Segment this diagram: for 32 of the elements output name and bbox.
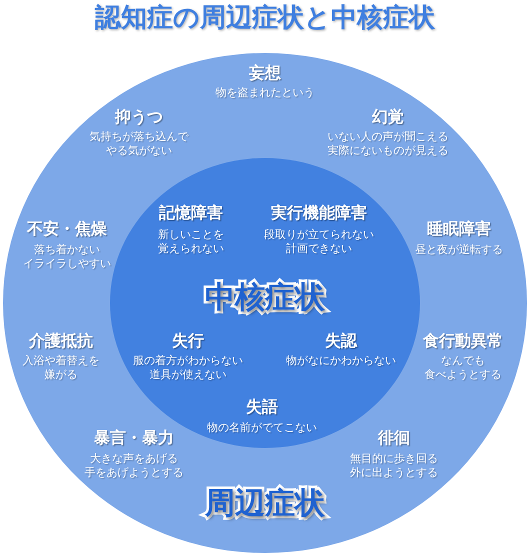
symptom-description: 気持ちが落ち込んでやる気がない — [88, 130, 190, 158]
symptom-description: 無目的に歩き回る外に出ようとする — [349, 452, 439, 480]
symptom-heading: 失行 — [171, 332, 205, 350]
symptom-description: 物を盗まれたという — [214, 86, 316, 100]
symptom-description: 服の着方がわからない道具が使えない — [132, 354, 244, 382]
symptom-heading: 食行動異常 — [422, 332, 504, 350]
symptom-description: 物がなにかわからない — [285, 354, 397, 368]
symptom-heading: 記憶障害 — [158, 204, 224, 222]
symptom-description: 落ち着かないイライラしやすい — [22, 243, 112, 271]
symptom-heading: 暴言・暴力 — [93, 429, 175, 447]
symptom-heading: 幻覚 — [371, 108, 405, 126]
symptom-description: いない人の声が聞こえる実際にないものが見える — [326, 130, 450, 158]
title: 認知症の周辺症状と中核症状 — [94, 2, 436, 34]
symptom-heading: 妄想 — [248, 64, 282, 82]
symptom-heading: 不安・焦燥 — [26, 220, 108, 238]
symptom-description: 昼と夜が逆転する — [414, 243, 504, 257]
symptom-heading: 実行機能障害 — [270, 204, 368, 222]
symptom-heading: 睡眠障害 — [426, 220, 492, 238]
symptom-heading: 抑うつ — [114, 108, 164, 126]
symptom-description: 物の名前がでてこない — [206, 421, 318, 435]
symptom-description: なんでも食べようとする — [424, 354, 502, 382]
symptom-description: 新しいことを覚えられない — [157, 228, 225, 256]
group-heading: 中核症状 — [204, 281, 326, 315]
symptom-heading: 失認 — [324, 332, 358, 350]
outer-circle — [3, 53, 527, 553]
symptom-heading: 徘徊 — [376, 429, 411, 447]
symptom-description: 入浴や着替えを嫌がる — [22, 354, 100, 382]
symptom-heading: 失語 — [245, 398, 279, 416]
group-heading: 周辺症状 — [204, 487, 326, 521]
symptom-heading: 介護抵抗 — [28, 332, 94, 350]
symptom-description: 段取りが立てられない計画できない — [263, 228, 375, 256]
symptom-description: 大きな声をあげる手をあげようとする — [84, 452, 184, 480]
